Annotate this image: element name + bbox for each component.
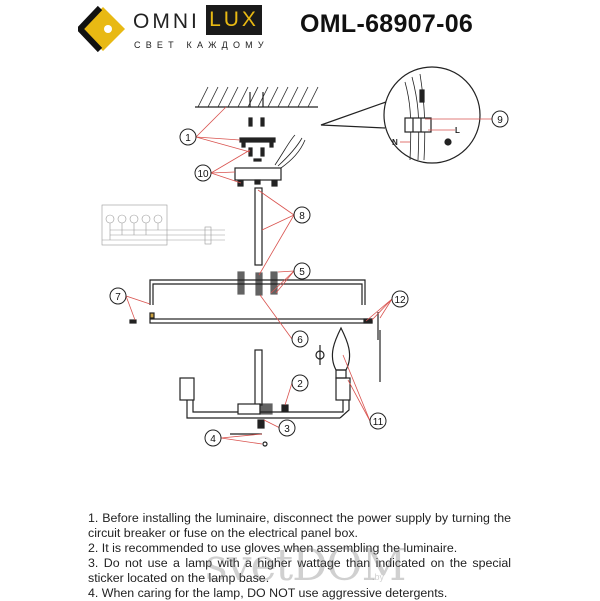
note-1: 1. Before installing the luminaire, disc…	[88, 511, 511, 540]
brand-name-lux: LUX	[206, 5, 262, 35]
note-3: 3. Do not use a lamp with a higher watta…	[88, 556, 511, 585]
leader-lines	[125, 106, 492, 445]
callout-3: 3	[278, 419, 296, 437]
svg-text:11: 11	[373, 417, 384, 428]
watermark: svetDOM	[205, 540, 407, 591]
watermark-suffix: .by	[372, 572, 385, 582]
svg-text:12: 12	[394, 295, 406, 306]
assembly-diagram: N L	[101, 66, 509, 447]
model-number: OML-68907-06	[300, 10, 474, 38]
callout-7: 7	[109, 287, 127, 305]
callout-12: 12	[391, 290, 409, 308]
svg-text:7: 7	[115, 292, 121, 303]
svg-text:1: 1	[185, 133, 191, 144]
svg-text:6: 6	[297, 335, 303, 346]
note-4: 4. When caring for the lamp, DO NOT use …	[88, 586, 448, 600]
safety-notes: 1. Before installing the luminaire, disc…	[88, 511, 511, 601]
live-label: L	[455, 126, 460, 135]
ceiling	[195, 86, 319, 108]
callout-8: 8	[293, 206, 311, 224]
callout-2: 2	[291, 374, 309, 392]
callout-4: 4	[204, 429, 222, 447]
lamp-lower-assembly	[179, 326, 381, 447]
svg-text:10: 10	[197, 169, 209, 180]
brand-name-omni: OMNI	[133, 10, 200, 33]
callout-10: 10	[194, 164, 212, 182]
callout-6: 6	[291, 330, 309, 348]
callout-11: 11	[369, 412, 387, 430]
canopy	[234, 167, 282, 187]
rod-upper	[254, 187, 263, 266]
mounting-bracket	[239, 117, 276, 162]
brand-logo	[75, 4, 278, 54]
brand-slogan: СВЕТ КАЖДОМУ	[134, 40, 269, 50]
logo-diamond-icon	[75, 5, 125, 53]
callout-5: 5	[293, 262, 311, 280]
neutral-label: N	[392, 138, 398, 147]
wiring-schematic	[101, 204, 225, 246]
note-2: 2. It is recommended to use gloves when …	[88, 541, 458, 555]
callout-1: 1	[179, 128, 197, 146]
svg-text:4: 4	[210, 434, 216, 445]
wiring-inset: N L	[320, 66, 481, 164]
svg-text:3: 3	[284, 424, 290, 435]
svg-text:8: 8	[299, 211, 305, 222]
svg-text:2: 2	[297, 379, 303, 390]
callout-9: 9	[491, 110, 509, 128]
svg-text:9: 9	[497, 115, 503, 126]
svg-text:5: 5	[299, 267, 305, 278]
frame	[129, 271, 379, 340]
